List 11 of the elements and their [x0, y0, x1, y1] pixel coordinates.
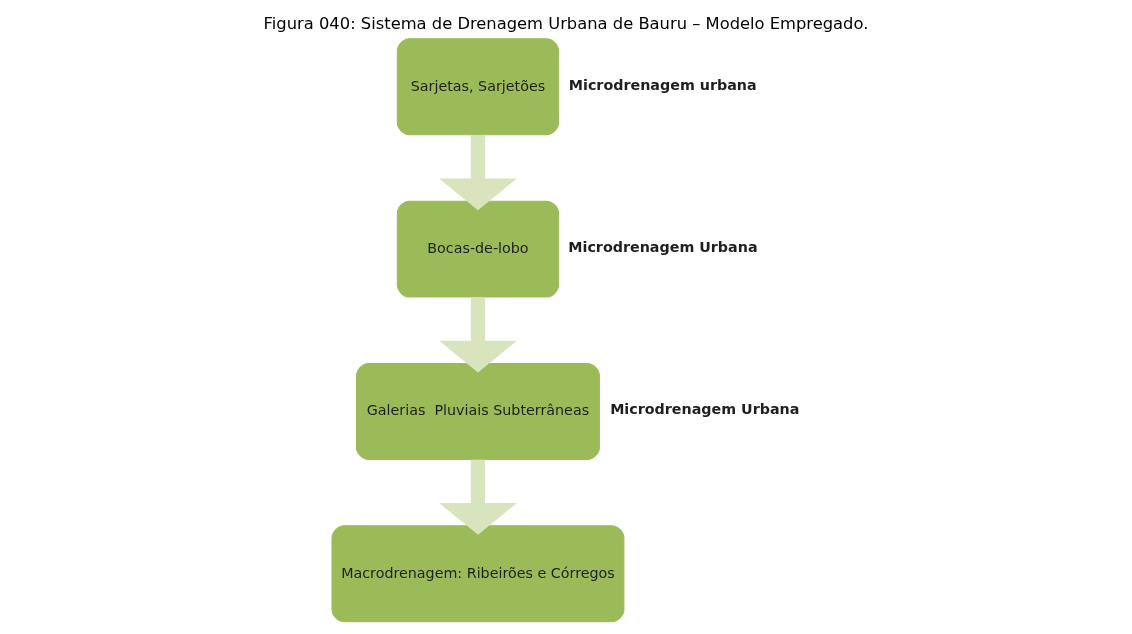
node-label: Microdrenagem Urbana: [568, 238, 758, 255]
node-box: Galerias Pluviais Subterrâneas: [355, 362, 600, 460]
node-box: Macrodrenagem: Ribeirões e Córregos: [331, 525, 625, 623]
arrow: [439, 297, 517, 373]
arrow: [439, 135, 517, 211]
arrow: [439, 459, 517, 535]
node-label: Microdrenagem Urbana: [610, 401, 800, 418]
node-box: Bocas-de-lobo: [396, 200, 560, 298]
node-box: Sarjetas, Sarjetões: [396, 38, 560, 136]
diagram-title: Figura 040: Sistema de Drenagem Urbana de Bauru – Modelo Empregado.: [263, 14, 869, 34]
node-label: Microdrenagem urbana: [568, 76, 757, 93]
